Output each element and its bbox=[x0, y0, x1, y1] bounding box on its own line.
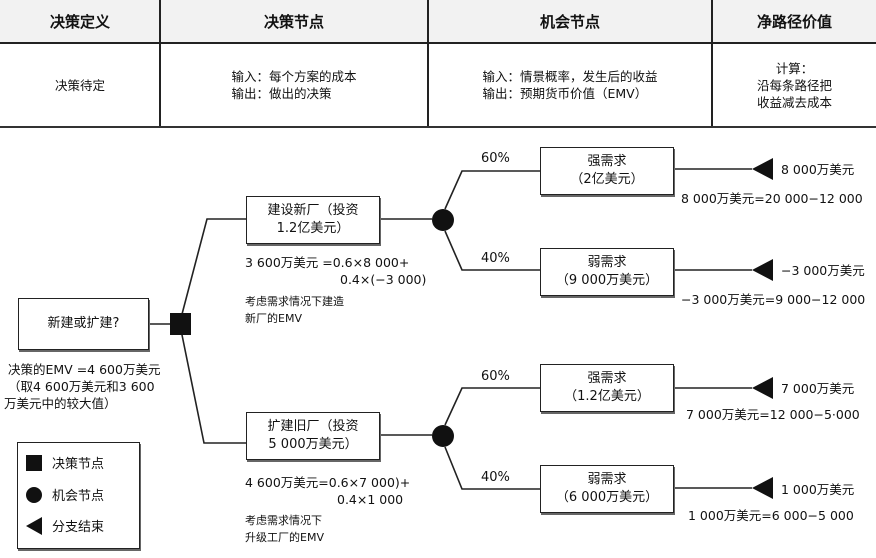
cell-calc-line: 收益减去成本 bbox=[756, 94, 832, 110]
chance-node-icon bbox=[432, 209, 454, 231]
option-expand-old-plant-box: 扩建旧厂（投资 5 000万美元） bbox=[246, 412, 380, 460]
table-divider bbox=[159, 0, 161, 126]
root-emv-line: 决策的EMV =4 600万美元 bbox=[8, 362, 161, 377]
cell-chance-node: 输入：情景概率，发生后的收益 输出：预期货币价值（EMV） bbox=[429, 44, 711, 126]
legend-label: 分支结束 bbox=[52, 520, 105, 535]
option-build-new-plant-box: 建设新厂（投资 1.2亿美元） bbox=[246, 196, 380, 244]
note-line: 升级工厂的EMV bbox=[245, 531, 324, 544]
table-body-row: 决策待定 输入：每个方案的成本 输出：做出的决策 输入：情景概率，发生后的收益 … bbox=[0, 44, 876, 128]
outcome-new-strong-demand-box: 强需求 （2亿美元） bbox=[540, 147, 674, 195]
branch-end-icon bbox=[752, 259, 773, 281]
legend-label: 决策节点 bbox=[52, 457, 105, 472]
connector-option-expand bbox=[180, 329, 246, 444]
end-value: −3 000万美元 bbox=[781, 263, 865, 278]
outcome-label-line: （6 000万美元） bbox=[555, 490, 659, 505]
end-value-calc: 7 000万美元=12 000−5·000 bbox=[686, 407, 860, 422]
outcome-label-line: 强需求 bbox=[587, 371, 627, 386]
formula-line: 0.4×1 000 bbox=[337, 492, 404, 507]
end-value: 1 000万美元 bbox=[781, 482, 855, 497]
branch-end-icon bbox=[752, 158, 773, 180]
legend-item-decision-node: 决策节点 bbox=[26, 453, 104, 472]
note-line: 考虑需求情况下 bbox=[245, 514, 322, 527]
branch-end-icon bbox=[752, 377, 773, 399]
branch-expand-strong bbox=[444, 387, 540, 426]
formula-line: 0.4×(−3 000) bbox=[340, 272, 427, 287]
outcome-label-line: （9 000万美元） bbox=[555, 273, 659, 288]
option-label-line: 扩建旧厂（投资 bbox=[267, 419, 359, 434]
option-new-emv-formula: 3 600万美元 =0.6×8 000+ 0.4×(−3 000) bbox=[245, 254, 426, 288]
legend-item-branch-end: 分支结束 bbox=[26, 516, 104, 535]
probability-label: 40% bbox=[481, 470, 510, 485]
option-expand-emv-formula: 4 600万美元=0.6×7 000)+ 0.4×1 000 bbox=[245, 474, 410, 508]
formula-line: 4 600万美元=0.6×7 000)+ bbox=[245, 475, 411, 490]
root-decision-box: 新建或扩建? bbox=[18, 298, 149, 350]
option-label-line: 5 000万美元） bbox=[268, 437, 358, 452]
probability-label: 60% bbox=[481, 151, 510, 166]
probability-label: 40% bbox=[481, 251, 510, 266]
cell-decision-node: 输入：每个方案的成本 输出：做出的决策 bbox=[161, 44, 427, 126]
cell-decision-definition: 决策待定 bbox=[0, 44, 160, 126]
root-label: 新建或扩建? bbox=[47, 316, 120, 331]
outcome-label-line: 强需求 bbox=[587, 154, 627, 169]
chance-node-icon bbox=[432, 425, 454, 447]
branch-new-weak bbox=[444, 230, 540, 271]
cell-net-path-value: 计算： 沿每条路径把 收益减去成本 bbox=[713, 44, 876, 126]
end-value-calc: −3 000万美元=9 000−12 000 bbox=[681, 292, 866, 307]
table-header-row: 决策定义 决策节点 机会节点 净路径价值 bbox=[0, 0, 876, 44]
option-label-line: 1.2亿美元） bbox=[276, 221, 350, 236]
end-value: 7 000万美元 bbox=[781, 381, 855, 396]
outcome-label-line: 弱需求 bbox=[587, 472, 627, 487]
connector-option-new bbox=[180, 218, 246, 319]
legend-item-chance-node: 机会节点 bbox=[26, 485, 104, 504]
legend: 决策节点 机会节点 分支结束 bbox=[17, 442, 140, 549]
table-divider bbox=[427, 0, 429, 126]
branch-new-strong bbox=[444, 170, 540, 210]
cell-input-text: 输入：情景概率，发生后的收益 bbox=[482, 69, 658, 84]
end-value-calc: 8 000万美元=20 000−12 000 bbox=[681, 191, 863, 206]
outcome-label-line: 弱需求 bbox=[587, 255, 627, 270]
header-net-path-value: 净路径价值 bbox=[756, 12, 832, 31]
option-label-line: 建设新厂（投资 bbox=[267, 203, 359, 218]
outcome-label-line: （1.2亿美元） bbox=[564, 389, 650, 404]
cell-text: 决策待定 bbox=[54, 77, 105, 93]
branch-expand-weak bbox=[444, 446, 540, 490]
note-line: 考虑需求情况下建造 bbox=[245, 295, 344, 308]
cell-output-text: 输出：预期货币价值（EMV） bbox=[482, 86, 648, 101]
branch-end-icon bbox=[752, 477, 773, 499]
end-value: 8 000万美元 bbox=[781, 162, 855, 177]
root-emv-line: （取4 600万美元和3 600 bbox=[8, 379, 155, 394]
branch-end-triangle-icon bbox=[26, 516, 42, 535]
cell-output-text: 输出：做出的决策 bbox=[231, 86, 332, 101]
root-emv-note: 决策的EMV =4 600万美元 （取4 600万美元和3 600 万美元中的较… bbox=[4, 361, 161, 412]
outcome-label-line: （2亿美元） bbox=[570, 172, 644, 187]
formula-line: 3 600万美元 =0.6×8 000+ bbox=[245, 255, 410, 270]
decision-node-icon bbox=[170, 313, 191, 335]
chance-node-circle-icon bbox=[26, 486, 42, 503]
probability-label: 60% bbox=[481, 369, 510, 384]
end-value-calc: 1 000万美元=6 000−5 000 bbox=[688, 508, 854, 523]
legend-label: 机会节点 bbox=[52, 489, 105, 504]
cell-calc-title: 计算： bbox=[775, 60, 814, 76]
table-divider bbox=[711, 0, 713, 126]
cell-calc-line: 沿每条路径把 bbox=[756, 77, 832, 93]
outcome-new-weak-demand-box: 弱需求 （9 000万美元） bbox=[540, 248, 674, 296]
option-new-emv-note: 考虑需求情况下建造 新厂的EMV bbox=[245, 293, 344, 327]
cell-input-text: 输入：每个方案的成本 bbox=[231, 69, 357, 84]
option-expand-emv-note: 考虑需求情况下 升级工厂的EMV bbox=[245, 512, 324, 546]
header-decision-definition: 决策定义 bbox=[49, 12, 110, 31]
outcome-expand-weak-demand-box: 弱需求 （6 000万美元） bbox=[540, 465, 674, 513]
header-decision-node: 决策节点 bbox=[263, 12, 324, 31]
decision-node-square-icon bbox=[26, 454, 42, 471]
root-emv-line: 万美元中的较大值） bbox=[4, 396, 117, 411]
header-chance-node: 机会节点 bbox=[539, 12, 600, 31]
outcome-expand-strong-demand-box: 强需求 （1.2亿美元） bbox=[540, 364, 674, 412]
note-line: 新厂的EMV bbox=[245, 312, 302, 325]
